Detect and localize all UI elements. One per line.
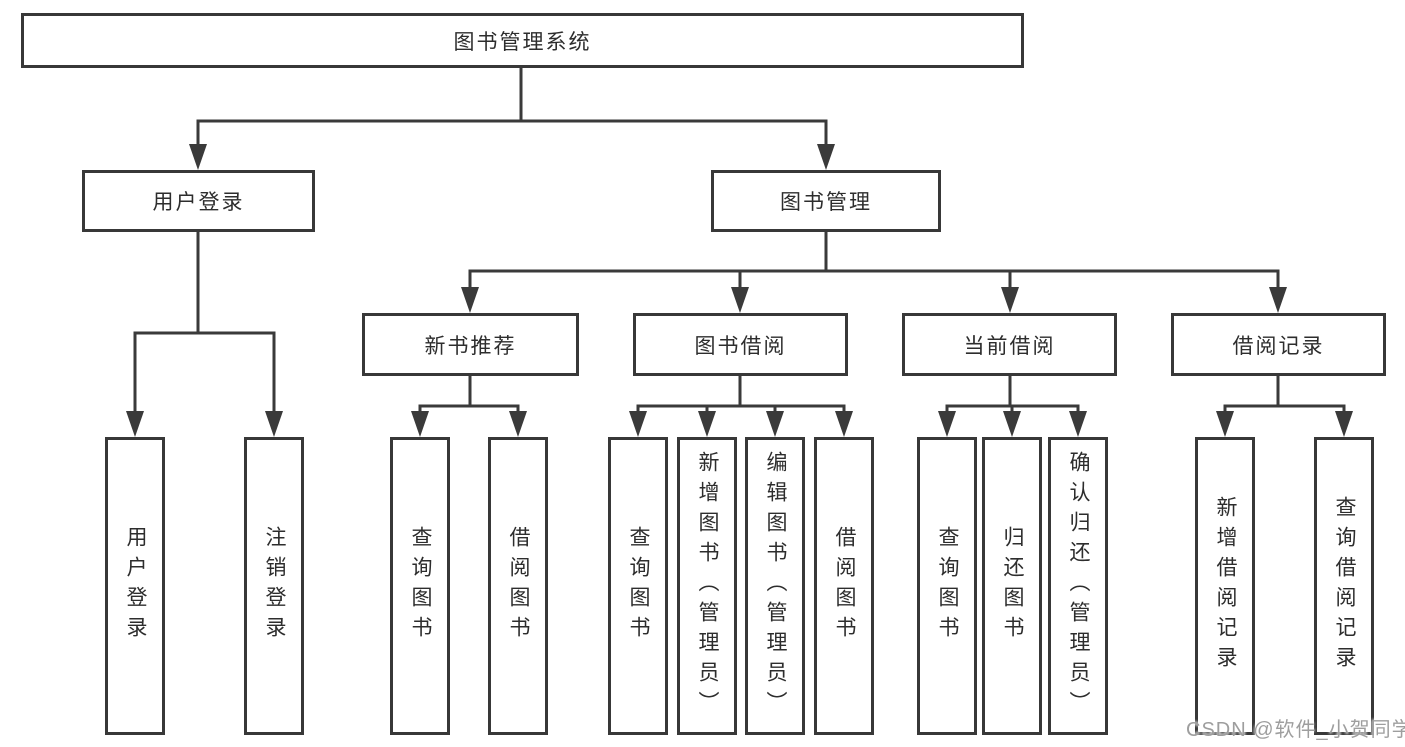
leaf-label: 确认归还（管理员） — [1067, 451, 1090, 721]
arrow-down-icon — [189, 144, 207, 170]
arrow-down-icon — [1001, 287, 1019, 313]
leaf-add-borrow-record: 新增借阅记录 — [1195, 437, 1255, 735]
node-label: 当前借阅 — [963, 334, 1056, 358]
leaf-query-borrow-record: 查询借阅记录 — [1314, 437, 1374, 735]
leaf-label: 查询图书 — [936, 526, 959, 646]
leaf-query-books-current: 查询图书 — [917, 437, 977, 735]
leaf-label: 查询借阅记录 — [1333, 496, 1356, 676]
arrow-down-icon — [1069, 411, 1087, 437]
leaf-label: 注销登录 — [263, 526, 286, 646]
leaf-label: 编辑图书（管理员） — [764, 451, 787, 721]
arrow-down-icon — [1335, 411, 1353, 437]
node-library-management-system: 图书管理系统 — [21, 13, 1024, 68]
arrow-down-icon — [835, 411, 853, 437]
leaf-borrow-books-recommend: 借阅图书 — [488, 437, 548, 735]
arrow-down-icon — [766, 411, 784, 437]
node-label: 新书推荐 — [424, 334, 517, 358]
node-label: 借阅记录 — [1232, 334, 1325, 358]
leaf-label: 用户登录 — [124, 526, 147, 646]
node-label: 图书管理系统 — [453, 30, 592, 54]
leaf-return-book: 归还图书 — [982, 437, 1042, 735]
arrow-down-icon — [731, 287, 749, 313]
leaf-label: 查询图书 — [409, 526, 432, 646]
node-new-book-recommend: 新书推荐 — [362, 313, 579, 376]
arrow-down-icon — [1216, 411, 1234, 437]
leaf-confirm-return-admin: 确认归还（管理员） — [1048, 437, 1108, 735]
leaf-query-books-borrow: 查询图书 — [608, 437, 668, 735]
arrow-down-icon — [1003, 411, 1021, 437]
leaf-edit-book-admin: 编辑图书（管理员） — [745, 437, 805, 735]
leaf-add-book-admin: 新增图书（管理员） — [677, 437, 737, 735]
node-label: 图书管理 — [780, 191, 872, 214]
node-book-borrow: 图书借阅 — [633, 313, 848, 376]
node-current-borrow: 当前借阅 — [902, 313, 1117, 376]
arrow-down-icon — [411, 411, 429, 437]
node-borrow-records: 借阅记录 — [1171, 313, 1386, 376]
arrow-down-icon — [126, 411, 144, 437]
leaf-label: 借阅图书 — [507, 526, 530, 646]
arrow-down-icon — [265, 411, 283, 437]
leaf-logout: 注销登录 — [244, 437, 304, 735]
leaf-label: 归还图书 — [1001, 526, 1024, 646]
leaf-query-books-recommend: 查询图书 — [390, 437, 450, 735]
arrow-down-icon — [629, 411, 647, 437]
arrow-down-icon — [938, 411, 956, 437]
watermark: CSDN @软件_小贺同学 — [1186, 719, 1405, 741]
leaf-user-login: 用户登录 — [105, 437, 165, 735]
arrow-down-icon — [698, 411, 716, 437]
node-user-login: 用户登录 — [82, 170, 315, 232]
leaf-label: 借阅图书 — [833, 526, 856, 646]
node-label: 用户登录 — [152, 191, 245, 214]
leaf-label: 新增图书（管理员） — [696, 451, 719, 721]
arrow-down-icon — [1269, 287, 1287, 313]
leaf-label: 查询图书 — [627, 526, 650, 646]
leaf-borrow-books: 借阅图书 — [814, 437, 874, 735]
arrow-down-icon — [509, 411, 527, 437]
arrow-down-icon — [817, 144, 835, 170]
arrow-down-icon — [461, 287, 479, 313]
leaf-label: 新增借阅记录 — [1214, 496, 1237, 676]
node-label: 图书借阅 — [694, 334, 787, 358]
node-book-management: 图书管理 — [711, 170, 941, 232]
